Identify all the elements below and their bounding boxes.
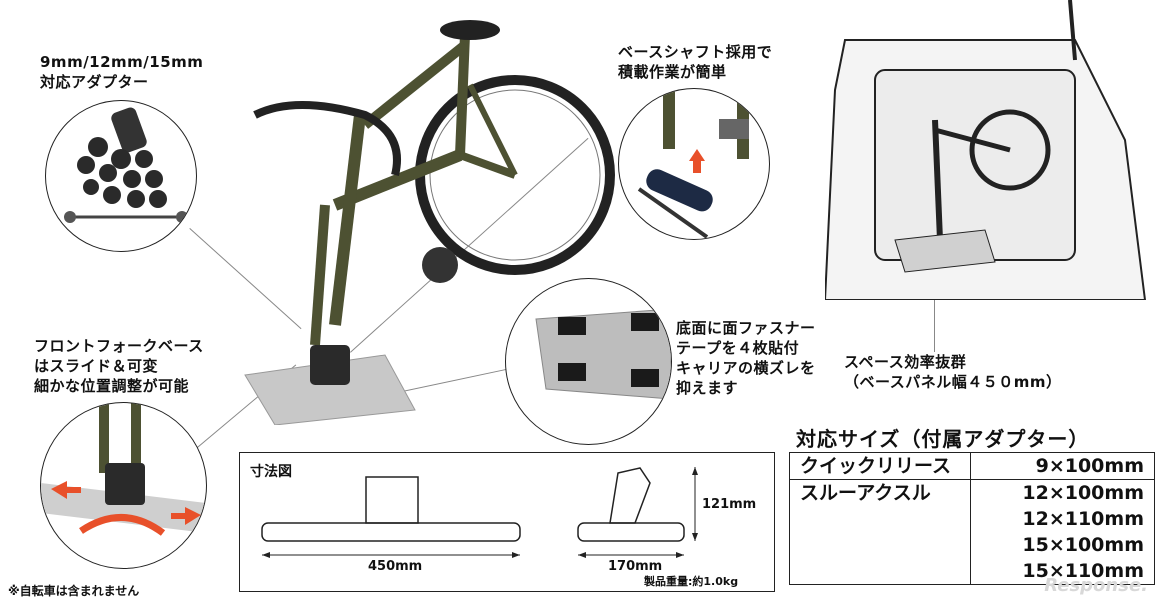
dimension-diagram: 寸法図 450mm 170mm 121mm 製品重量:約1.0kg	[239, 452, 775, 592]
table-row: スルーアクスル 12×100mm 12×110mm 15×100mm 15×11…	[789, 479, 1155, 585]
size-value: 15×110mm	[1022, 560, 1144, 582]
depth-dimension: 170mm	[608, 559, 663, 574]
size-value: 15×100mm	[1022, 534, 1144, 556]
footnote: ※自転車は含まれません	[8, 584, 140, 598]
dimension-drawing	[261, 467, 698, 558]
height-dimension: 121mm	[702, 497, 757, 512]
size-value: 12×110mm	[1022, 508, 1144, 530]
adapter-callout: 9mm/12mm/15mm 対応アダプター	[40, 53, 204, 91]
table-row: クイックリリース 9×100mm	[789, 452, 1155, 480]
fork-base-detail-circle	[40, 402, 207, 569]
weight-label: 製品重量:約1.0kg	[644, 575, 739, 588]
watermark: Response.	[1044, 575, 1148, 596]
width-dimension: 450mm	[368, 559, 423, 574]
sizes-table: クイックリリース 9×100mm スルーアクスル 12×100mm 12×110…	[789, 452, 1155, 585]
fork-base-callout: フロントフォークベース はスライド＆可変 細かな位置調整が可能	[34, 337, 204, 395]
space-callout: スペース効率抜群 （ベースパネル幅４５０mm）	[844, 353, 1062, 391]
shaft-callout: ベースシャフト採用で 積載作業が簡単	[618, 43, 773, 81]
size-values: 12×100mm 12×110mm 15×100mm 15×110mm	[970, 479, 1155, 585]
size-type: クイックリリース	[789, 452, 971, 480]
shaft-detail-circle	[618, 88, 770, 240]
base-shaft-image	[637, 89, 749, 239]
size-value: 9×100mm	[970, 452, 1155, 480]
car-cargo-image	[825, 0, 1147, 300]
fastener-detail-circle	[505, 278, 672, 445]
velcro-underside-image	[535, 308, 671, 400]
adapter-detail-circle	[45, 100, 197, 252]
dimension-title: 寸法図	[250, 464, 292, 480]
size-value: 12×100mm	[1022, 482, 1144, 504]
fork-base-slide-image	[41, 403, 206, 536]
fastener-callout: 底面に面ファスナー テープを４枚貼付 キャリアの横ズレを 抑えます	[676, 319, 816, 397]
adapter-set-image	[64, 107, 188, 223]
bike-on-carrier-image	[244, 20, 615, 425]
size-type: スルーアクスル	[789, 479, 971, 585]
sizes-title: 対応サイズ（付属アダプター）	[796, 427, 1090, 451]
